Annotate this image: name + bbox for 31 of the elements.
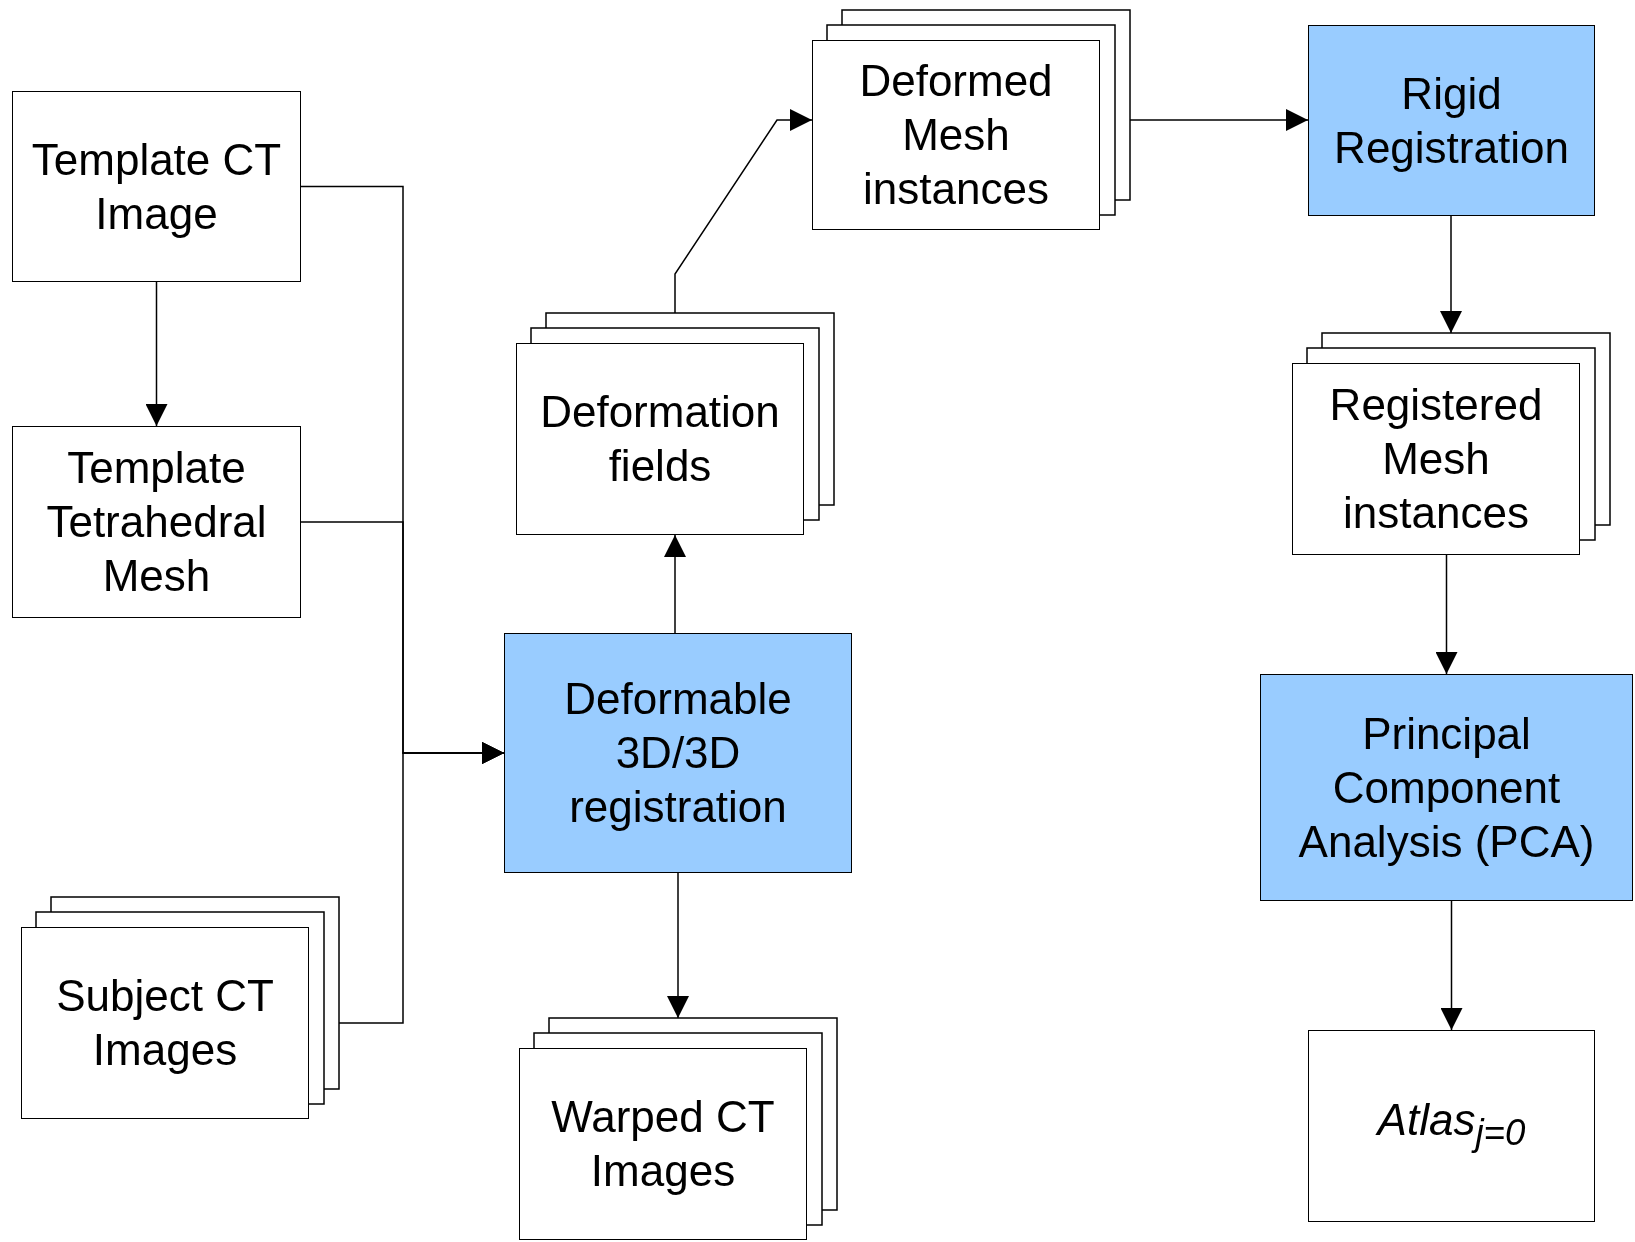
box-label: Rigid Registration xyxy=(1333,67,1570,174)
process-box xyxy=(21,927,309,1119)
box-label: Deformable 3D/3D registration xyxy=(563,673,793,833)
arrow xyxy=(664,534,686,634)
process-box xyxy=(1292,363,1580,555)
box-label: Deformed Mesh instances xyxy=(858,55,1054,215)
arrow xyxy=(145,281,168,427)
box-label: Registered Mesh instances xyxy=(1328,379,1544,539)
box-label: Principal Component Analysis (PCA) xyxy=(1297,707,1596,868)
arrow xyxy=(667,872,689,1019)
arrow xyxy=(674,109,813,314)
process-box xyxy=(1308,25,1595,216)
process-box xyxy=(12,91,301,282)
box-label: Deformation fields xyxy=(539,386,781,492)
process-box xyxy=(516,343,804,535)
process-box xyxy=(504,633,852,873)
arrow xyxy=(1435,554,1458,675)
box-label: Subject CT Images xyxy=(55,970,275,1076)
box-label: Template Tetrahedral Mesh xyxy=(45,442,268,602)
process-box xyxy=(812,40,1100,230)
process-box xyxy=(12,426,301,618)
arrow xyxy=(338,742,505,1024)
arrow xyxy=(1440,215,1462,334)
box-label: Template CT Image xyxy=(30,133,283,240)
process-box xyxy=(1308,1030,1595,1222)
process-box xyxy=(519,1048,807,1240)
box-label: Atlas$_{j=0}$ xyxy=(1377,1093,1526,1155)
arrow xyxy=(1129,109,1309,131)
arrow xyxy=(1440,900,1463,1031)
process-box xyxy=(1260,674,1633,901)
box-label: Warped CT Images xyxy=(550,1091,776,1197)
